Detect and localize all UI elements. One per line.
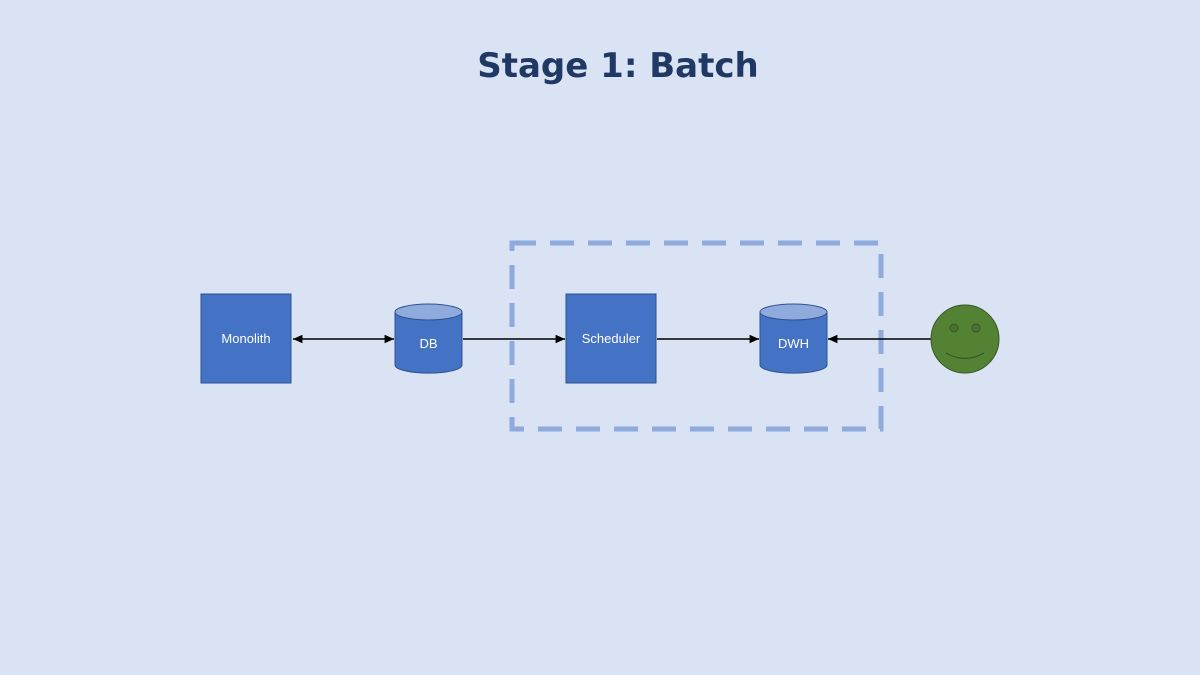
smiley-left-eye (949, 323, 959, 333)
monolith-label: Monolith (221, 331, 270, 346)
slide-title: Stage 1: Batch (477, 46, 759, 86)
smiley-mouth (945, 352, 985, 360)
smiley-right-eye (971, 323, 981, 333)
scheduler-node[interactable]: Scheduler (565, 293, 657, 384)
monolith-node[interactable]: Monolith (200, 293, 292, 384)
db-label: DB (419, 336, 437, 351)
scheduler-label: Scheduler (582, 331, 641, 346)
smiley-face-icon[interactable] (930, 304, 1000, 374)
batch-pipeline-group-boundary (509, 240, 884, 432)
db-node[interactable]: DB (394, 303, 463, 374)
dwh-node[interactable]: DWH (759, 303, 828, 374)
dwh-label: DWH (778, 336, 809, 351)
